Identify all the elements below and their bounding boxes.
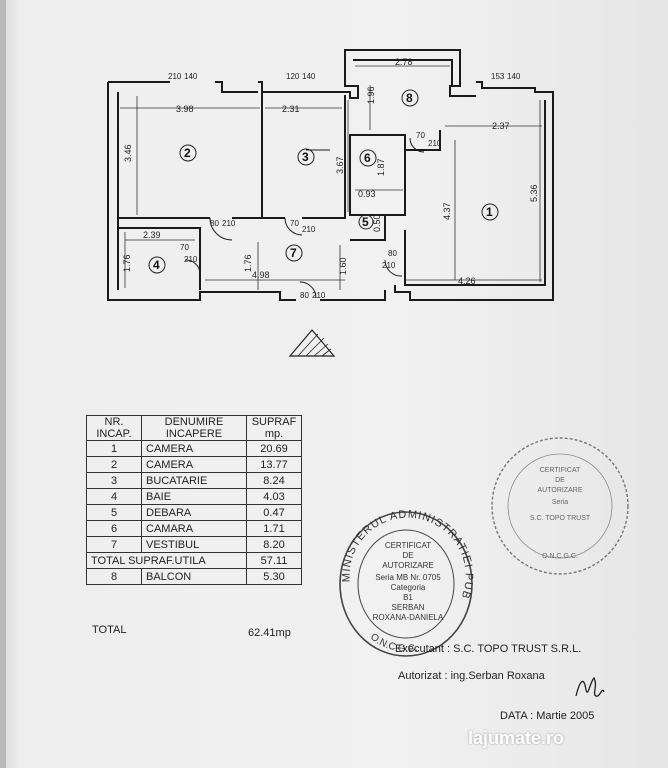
page-edge-shadow — [0, 0, 6, 768]
door-mark: 153 — [491, 72, 505, 81]
dim-label: 2.39 — [143, 230, 161, 240]
room-number: 4 — [153, 258, 160, 272]
total-value: 62.41mp — [248, 627, 291, 639]
dim-label: 2.78 — [395, 57, 413, 67]
dim-label: 1.96 — [366, 86, 376, 104]
room-number: 3 — [302, 150, 309, 164]
stamp-line: CERTIFICAT — [540, 467, 581, 474]
door-marks: 210 140 120 140 153 140 70 210 80 210 70… — [168, 72, 521, 300]
wall-balcony — [353, 59, 453, 86]
site-watermark: lajumate.ro — [468, 728, 565, 748]
door-mark: 70 — [290, 219, 299, 228]
dim-label: 3.98 — [176, 104, 194, 114]
door-mark: 70 — [180, 243, 189, 252]
door-mark: 80 — [388, 249, 397, 258]
date-text: DATA : Martie 2005 — [500, 710, 595, 722]
dim-label: 2.31 — [282, 104, 300, 114]
door-mark: 210 — [302, 225, 316, 234]
door-mark: 210 — [222, 219, 236, 228]
room-number: 8 — [406, 91, 413, 105]
wall-outer-bottom — [107, 82, 386, 301]
room-number: 2 — [184, 146, 191, 160]
wall-top-left — [108, 49, 554, 100]
door-mark: 140 — [184, 72, 198, 81]
header-nr: NR.INCAP. — [86, 415, 142, 441]
door-mark: 140 — [302, 72, 316, 81]
stamp-line: O.N.C.G.C. — [542, 553, 578, 560]
door-mark: 80 — [210, 219, 219, 228]
dim-label: 1.76 — [122, 254, 132, 272]
dim-label: 3.67 — [335, 156, 345, 174]
room-number: 6 — [364, 151, 371, 165]
door-mark: 70 — [416, 131, 425, 140]
stamp-line: CERTIFICAT — [385, 541, 431, 550]
stamp-line: Seria MB Nr. 0705 — [375, 573, 441, 582]
stamp-line: Categoria — [391, 583, 426, 592]
dim-label: 4.98 — [252, 270, 270, 280]
door-mark: 80 — [300, 291, 309, 300]
stamp-line: B1 — [403, 593, 413, 602]
door-mark: 140 — [507, 72, 521, 81]
authorization-stamp: MINISTERUL ADMINISTRATIEI PUBLICE O.N.C.… — [330, 500, 474, 657]
company-stamp: CERTIFICAT DE AUTORIZARE Seria S.C. TOPO… — [491, 437, 629, 575]
door-mark: 210 — [184, 255, 198, 264]
dim-label: 4.37 — [442, 202, 452, 220]
orientation-marker — [288, 329, 336, 357]
wall-pantry — [349, 134, 406, 216]
room-number: 1 — [486, 205, 493, 219]
dim-label: 1.60 — [338, 257, 348, 275]
stamp-line: SERBAN — [392, 603, 425, 612]
room-labels: 2 3 1 4 5 6 7 8 — [148, 89, 499, 274]
dim-label: 1.76 — [243, 254, 253, 272]
dim-label: 3.46 — [123, 144, 133, 162]
wall-kitchen — [262, 95, 346, 219]
signature — [575, 676, 605, 697]
door-mark: 210 — [428, 139, 442, 148]
room-number: 5 — [362, 215, 369, 229]
dim-label: 4.26 — [458, 276, 476, 286]
room-number: 7 — [290, 246, 297, 260]
stamp-line: DE — [402, 551, 413, 560]
door-mark: 210 — [168, 72, 182, 81]
stamp-line: AUTORIZARE — [382, 561, 433, 570]
floor-plan: 2 3 1 4 5 6 7 8 3.98 2.31 2.78 2.37 1.96… — [107, 49, 554, 357]
wall-outer-right — [394, 100, 554, 301]
door-mark: 210 — [382, 261, 396, 270]
stamp-line: Seria — [552, 499, 568, 506]
dim-label: 0.50 — [372, 214, 382, 232]
wall-bath — [118, 227, 201, 290]
autorizat-text: Autorizat : ing.Serban Roxana — [398, 670, 545, 682]
dim-label: 5.36 — [529, 184, 539, 202]
stamp-line: DE — [555, 477, 565, 484]
dim-label: 2.37 — [492, 121, 510, 131]
stamp-line: AUTORIZARE — [538, 487, 583, 494]
stamp-line: S.C. TOPO TRUST — [530, 515, 591, 522]
door-mark: 120 — [286, 72, 300, 81]
executant-text: Executant : S.C. TOPO TRUST S.R.L. — [395, 643, 582, 655]
door-mark: 210 — [312, 291, 326, 300]
dimension-values: 3.98 2.31 2.78 2.37 1.96 3.46 3.67 4.37 … — [122, 57, 539, 286]
wall-room1 — [404, 100, 546, 286]
dim-label: 1.87 — [376, 158, 386, 176]
dim-label: 0.93 — [358, 189, 376, 199]
total-label: TOTAL — [92, 624, 127, 636]
stamp-line: ROXANA-DANIELA — [373, 613, 444, 622]
